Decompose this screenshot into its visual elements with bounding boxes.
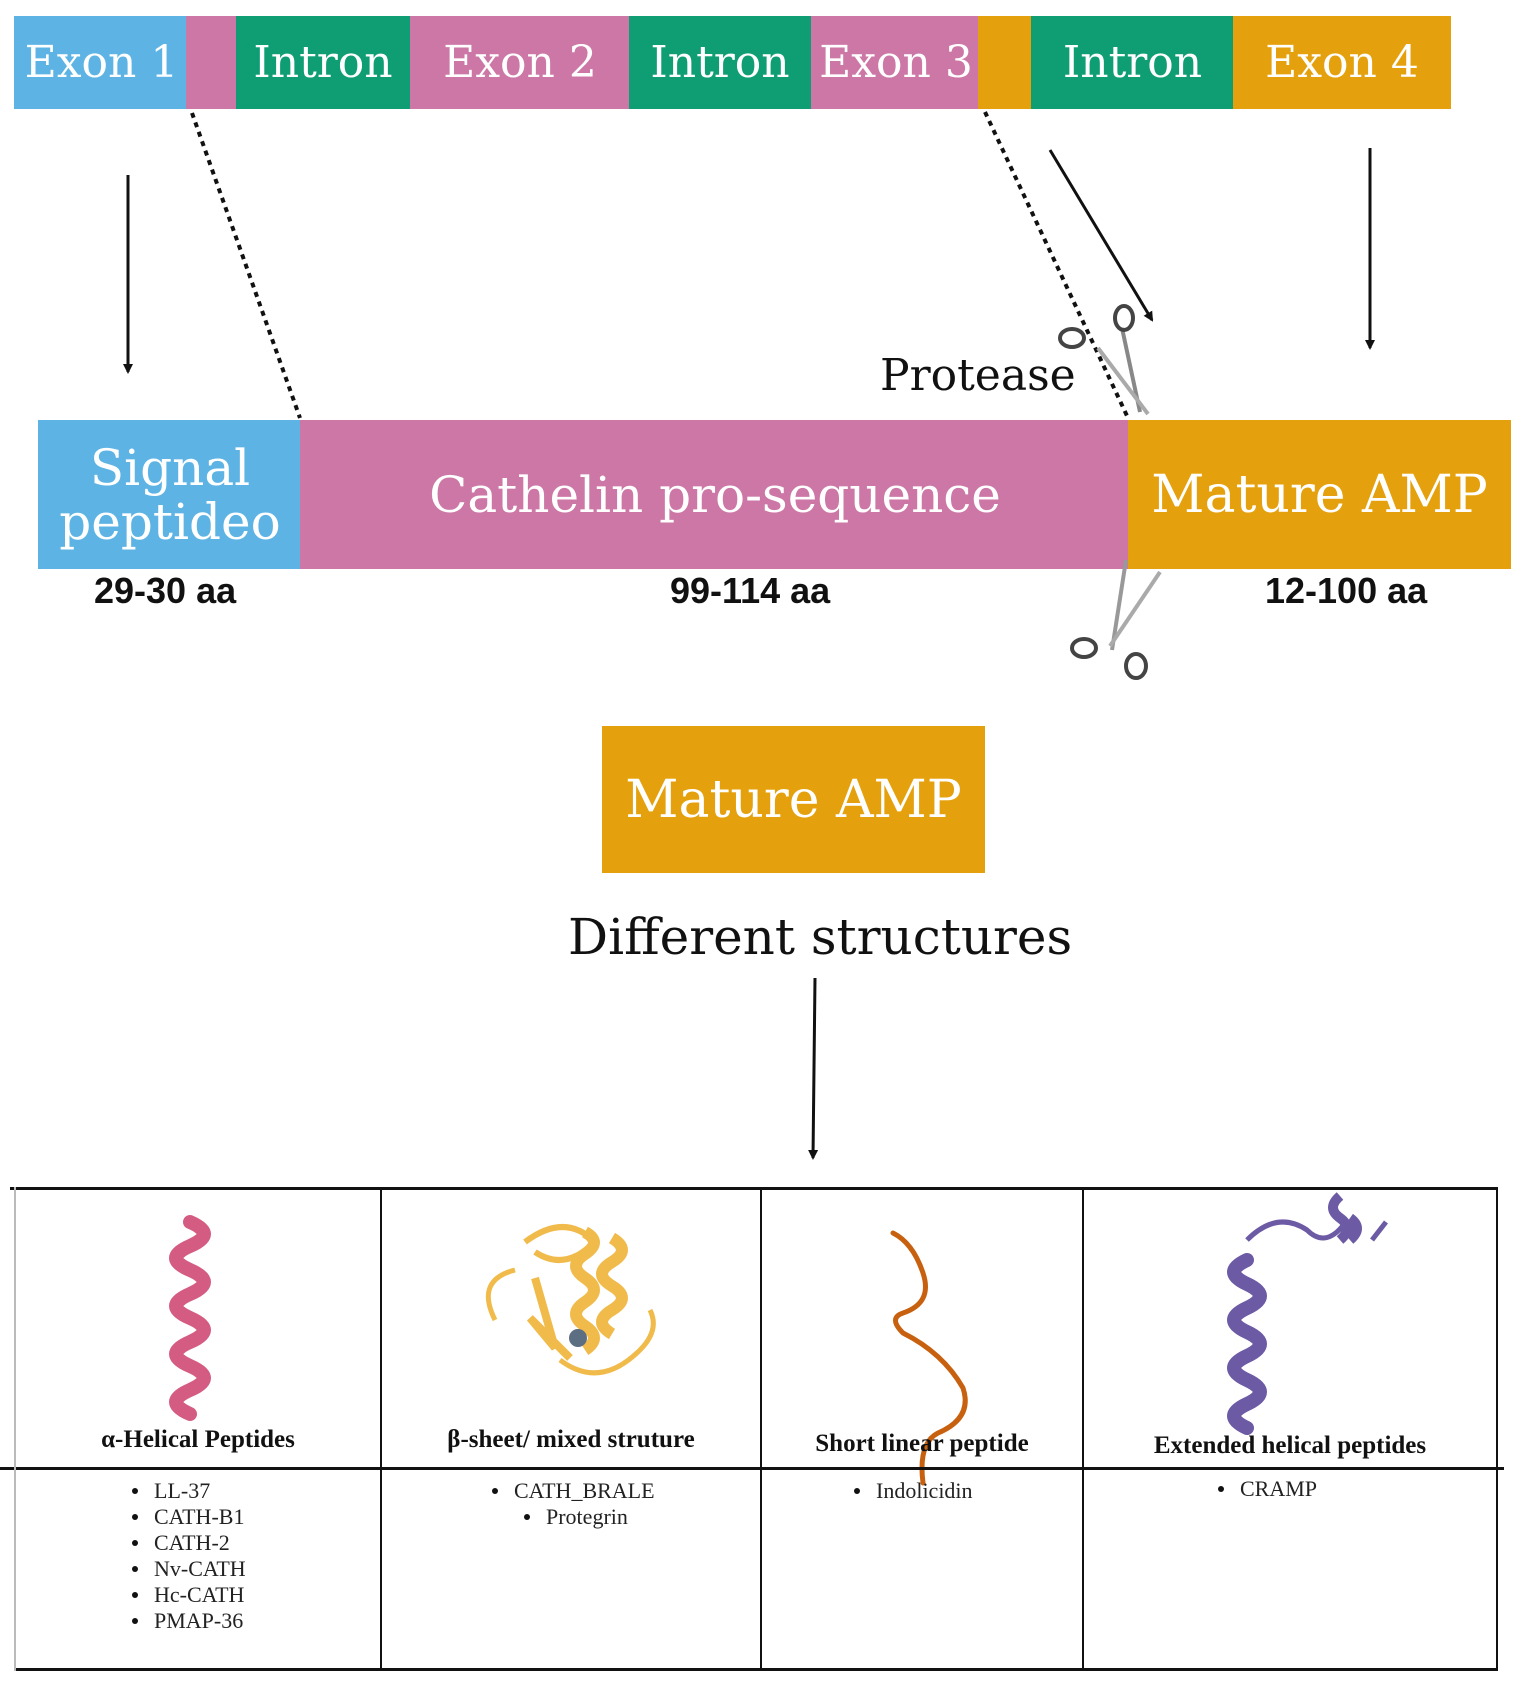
signal-length: 29-30 aa xyxy=(94,570,237,611)
cathelin-label: Cathelin pro-sequence xyxy=(429,465,1001,524)
list-item: PMAP-36 xyxy=(128,1608,246,1634)
cathelin-prosequence-segment: Cathelin pro-sequence xyxy=(300,420,1130,569)
table-mid-border xyxy=(0,1467,1504,1470)
mature-amp-segment: Mature AMP xyxy=(1128,420,1511,569)
beta-sheet-icon xyxy=(485,1224,656,1376)
list-item: CATH-B1 xyxy=(128,1504,246,1530)
dotted-line-left xyxy=(190,112,302,419)
arrow-to-structures xyxy=(808,977,819,1160)
list-item: Protegrin xyxy=(520,1504,655,1530)
exon-2: Exon 2 xyxy=(410,16,630,109)
column-title-beta: β-sheet/ mixed struture xyxy=(447,1426,695,1453)
extended-examples-list: CRAMP xyxy=(1214,1476,1317,1502)
linear-peptide-icon xyxy=(890,1230,968,1486)
column-title-extended: Extended helical peptides xyxy=(1153,1432,1427,1459)
table-divider-2 xyxy=(760,1187,762,1671)
scissors-icon-top xyxy=(1058,304,1150,416)
table-divider-3 xyxy=(1082,1187,1084,1671)
mature-amp-box-label: Mature AMP xyxy=(625,769,962,830)
arrow-to-cleavage-site xyxy=(1048,149,1154,322)
column-title-alpha: α-Helical Peptides xyxy=(101,1426,295,1453)
intron-2: Intron xyxy=(629,16,811,109)
table-bottom-border xyxy=(14,1668,1498,1671)
linear-examples-list: Indolicidin xyxy=(850,1478,973,1504)
exon-4: Exon 4 xyxy=(1233,16,1451,109)
table-left-border xyxy=(14,1187,16,1671)
table-right-border xyxy=(1496,1187,1498,1671)
signal-peptide-label-line1: Signal xyxy=(89,438,251,497)
list-item: CATH_BRALE xyxy=(488,1478,655,1504)
cathelin-length: 99-114 aa xyxy=(670,570,831,611)
list-item: LL-37 xyxy=(128,1478,246,1504)
intron-1: Intron xyxy=(236,16,410,109)
exon-3: Exon 3 xyxy=(811,16,981,109)
alpha-helix-icon xyxy=(169,1215,211,1421)
dotted-line-right xyxy=(983,111,1130,419)
scissors-icon-bottom xyxy=(1070,559,1162,680)
intron-3: Intron xyxy=(1031,16,1234,109)
mature-amp-box: Mature AMP xyxy=(602,726,985,873)
list-item: CATH-2 xyxy=(128,1530,246,1556)
beta-examples-list: CATH_BRALE Protegrin xyxy=(488,1478,655,1530)
mature-length: 12-100 aa xyxy=(1265,570,1428,611)
extended-helix-icon xyxy=(1227,1192,1388,1435)
protease-label: Protease xyxy=(880,350,1076,401)
exon-3-4-junction xyxy=(978,16,1032,109)
list-item: Nv-CATH xyxy=(128,1556,246,1582)
signal-peptide-segment: Signal peptideo xyxy=(38,420,302,569)
table-divider-1 xyxy=(380,1187,382,1671)
column-title-linear: Short linear peptide xyxy=(815,1430,1029,1457)
mature-amp-segment-label: Mature AMP xyxy=(1151,464,1488,525)
alpha-examples-list: LL-37 CATH-B1 CATH-2 Nv-CATH Hc-CATH PMA… xyxy=(128,1478,246,1634)
structures-label: Different structures xyxy=(568,908,1073,966)
signal-peptide-label-line2: peptideo xyxy=(59,492,281,551)
list-item: CRAMP xyxy=(1214,1476,1317,1502)
exon-1-2-junction xyxy=(186,16,238,109)
list-item: Indolicidin xyxy=(850,1478,973,1504)
exon-1: Exon 1 xyxy=(14,16,189,109)
list-item: Hc-CATH xyxy=(128,1582,246,1608)
table-top-border xyxy=(10,1187,1498,1190)
